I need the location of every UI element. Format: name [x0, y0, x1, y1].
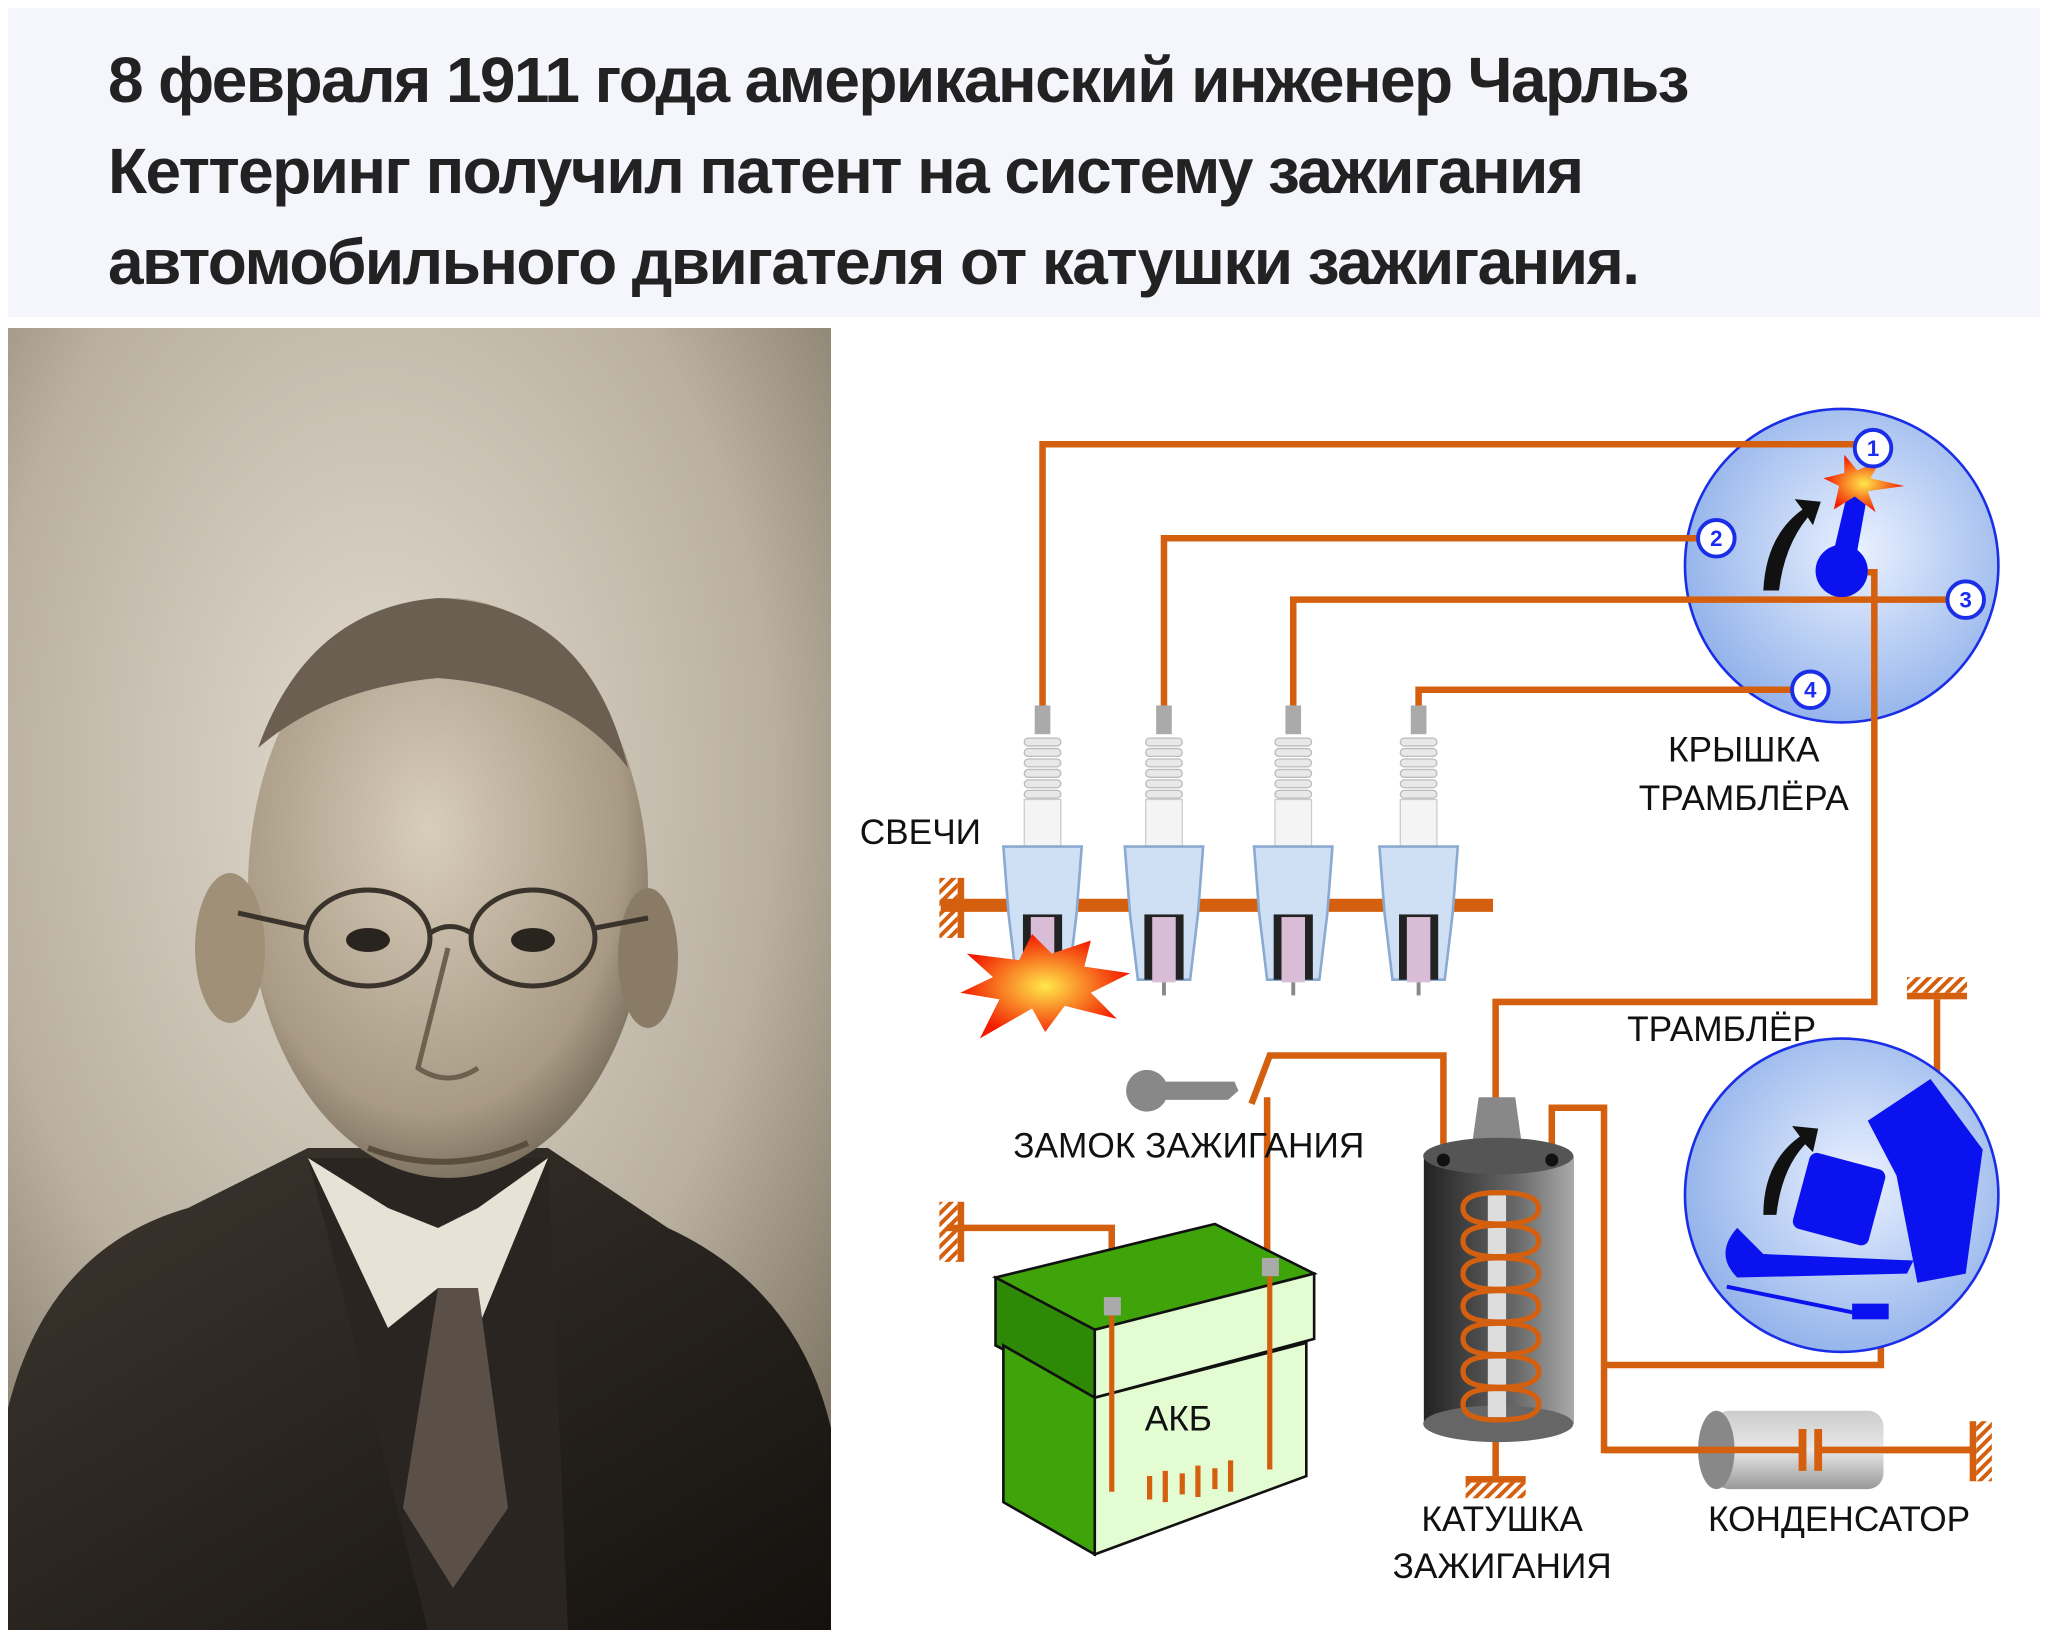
spark-plug [1252, 705, 1334, 996]
ignition-coil [1423, 1097, 1574, 1443]
svg-text:1: 1 [1867, 436, 1879, 461]
distributor-body [1683, 1037, 2000, 1354]
label-coil-line2: ЗАЖИГАНИЯ [1393, 1547, 1612, 1586]
label-spark-plugs: СВЕЧИ [860, 813, 981, 852]
label-cap-line2: ТРАМБЛЁРА [1639, 779, 1849, 818]
ignition-system-diagram: 1 2 3 4 [831, 328, 2048, 1638]
label-capacitor: КОНДЕНСАТОР [1708, 1500, 1970, 1539]
label-ignition-lock: ЗАМОК ЗАЖИГАНИЯ [1013, 1126, 1364, 1165]
rotation-arrow-icon [1763, 499, 1821, 591]
coil-winding [1460, 1287, 1542, 1325]
headline-banner: 8 февраля 1911 года американский инженер… [8, 8, 2040, 317]
label-coil-line1: КАТУШКА [1421, 1500, 1583, 1539]
key-icon [1126, 1069, 1239, 1112]
ground-symbols [939, 877, 1992, 1499]
coil-winding [1460, 1385, 1542, 1423]
label-battery: АКБ [1145, 1399, 1212, 1438]
coil-winding [1460, 1190, 1542, 1227]
cap-terminal-2: 2 [1696, 518, 1737, 559]
plug-spark-icon [960, 934, 1131, 1039]
cap-terminal-1: 1 [1852, 427, 1894, 469]
rotor [1763, 454, 1905, 598]
cap-terminal-3: 3 [1945, 579, 1986, 620]
svg-text:2: 2 [1710, 526, 1722, 551]
rotation-arrow-icon [1763, 1126, 1819, 1215]
portrait-photo [8, 328, 831, 1630]
capacitor [1604, 1410, 1973, 1490]
spark-plug [1123, 705, 1205, 996]
svg-text:3: 3 [1960, 587, 1972, 612]
label-cap-line1: КРЫШКА [1668, 731, 1820, 770]
cap-terminal-4: 4 [1790, 669, 1831, 711]
svg-text:4: 4 [1804, 678, 1817, 703]
coil-winding [1460, 1222, 1542, 1260]
spark-icon [1823, 454, 1905, 513]
coil-winding [1460, 1353, 1542, 1390]
headline-line-3: автомобильного двигателя от катушки зажи… [108, 226, 1640, 298]
battery [991, 1222, 1318, 1557]
headline-line-1: 8 февраля 1911 года американский инженер… [108, 44, 1690, 116]
label-distributor: ТРАМБЛЁР [1627, 1010, 1816, 1049]
headline-line-2: Кеттеринг получил патент на систему зажи… [108, 135, 1584, 207]
coil-winding [1460, 1255, 1542, 1292]
coil-winding [1460, 1320, 1542, 1358]
spark-plug [1378, 705, 1460, 996]
